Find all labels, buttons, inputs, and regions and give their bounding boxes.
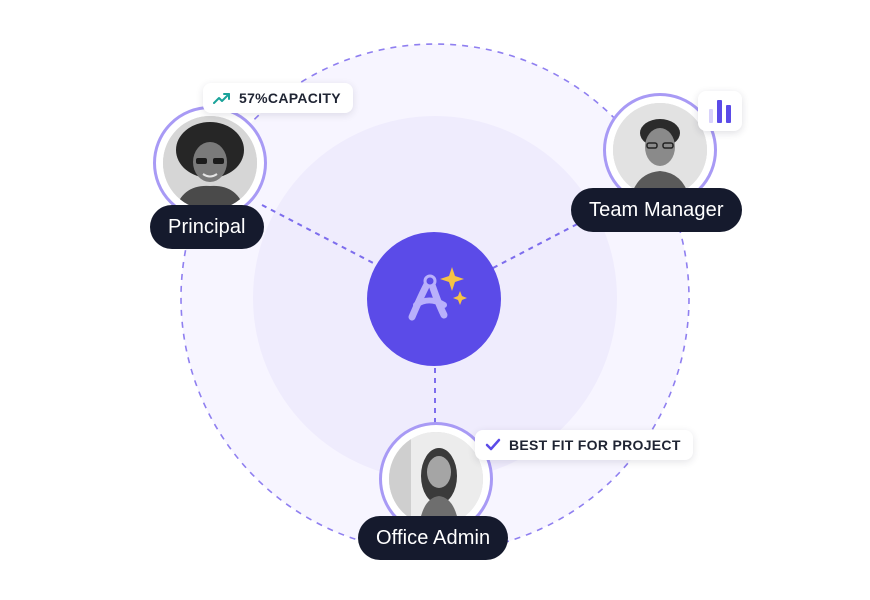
node-label-office-admin: Office Admin bbox=[358, 516, 509, 560]
check-icon bbox=[485, 438, 501, 452]
trending-up-icon bbox=[213, 91, 231, 105]
avatar-principal-ring[interactable] bbox=[153, 106, 267, 220]
connector-team-manager bbox=[492, 207, 609, 269]
center-ai-node[interactable] bbox=[367, 232, 501, 366]
avatar-principal bbox=[163, 116, 257, 210]
capacity-badge: 57%CAPACITY bbox=[203, 83, 353, 113]
best-fit-badge-text: BEST FIT FOR PROJECT bbox=[509, 437, 681, 453]
node-label-principal: Principal bbox=[150, 205, 264, 249]
best-fit-badge: BEST FIT FOR PROJECT bbox=[475, 430, 693, 460]
chart-badge bbox=[698, 91, 742, 131]
bar-chart-icon bbox=[709, 100, 731, 123]
node-label-team-manager: Team Manager bbox=[571, 188, 742, 232]
avatar-team-manager bbox=[613, 103, 707, 197]
capacity-badge-text: 57%CAPACITY bbox=[239, 90, 341, 106]
avatar-office-admin bbox=[389, 432, 483, 526]
connector-principal bbox=[261, 204, 378, 266]
ai-assistant-sparkle-icon bbox=[408, 267, 467, 321]
